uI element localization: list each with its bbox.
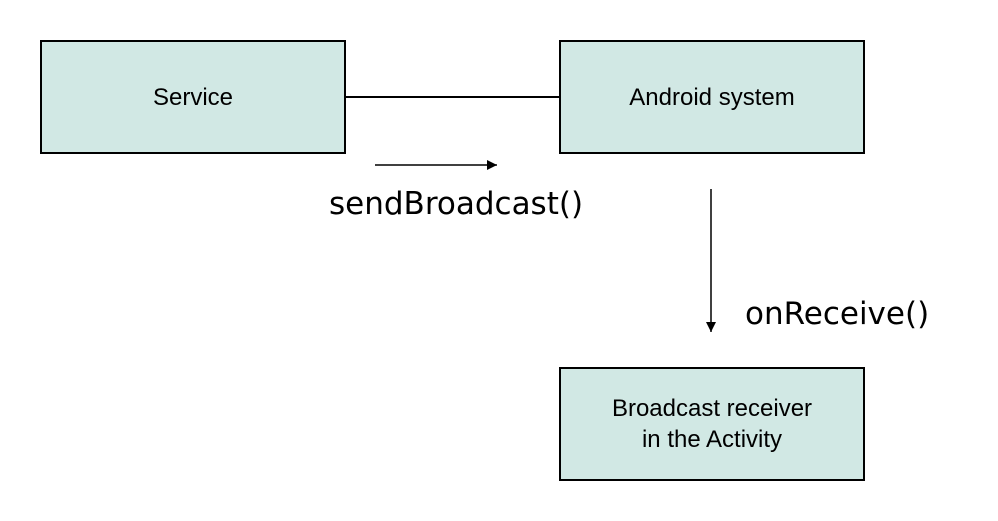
on-receive-label: onReceive() <box>745 296 930 332</box>
android-system-node: Android system <box>559 40 865 154</box>
broadcast-receiver-node: Broadcast receiver in the Activity <box>559 367 865 481</box>
service-node-label: Service <box>152 83 234 111</box>
send-broadcast-label: sendBroadcast() <box>329 186 584 222</box>
broadcast-receiver-label-line-1: Broadcast receiver <box>611 395 813 422</box>
android-system-node-label: Android system <box>629 83 795 111</box>
broadcast-receiver-label-line-2: in the Activity <box>641 426 783 453</box>
service-node: Service <box>40 40 346 154</box>
